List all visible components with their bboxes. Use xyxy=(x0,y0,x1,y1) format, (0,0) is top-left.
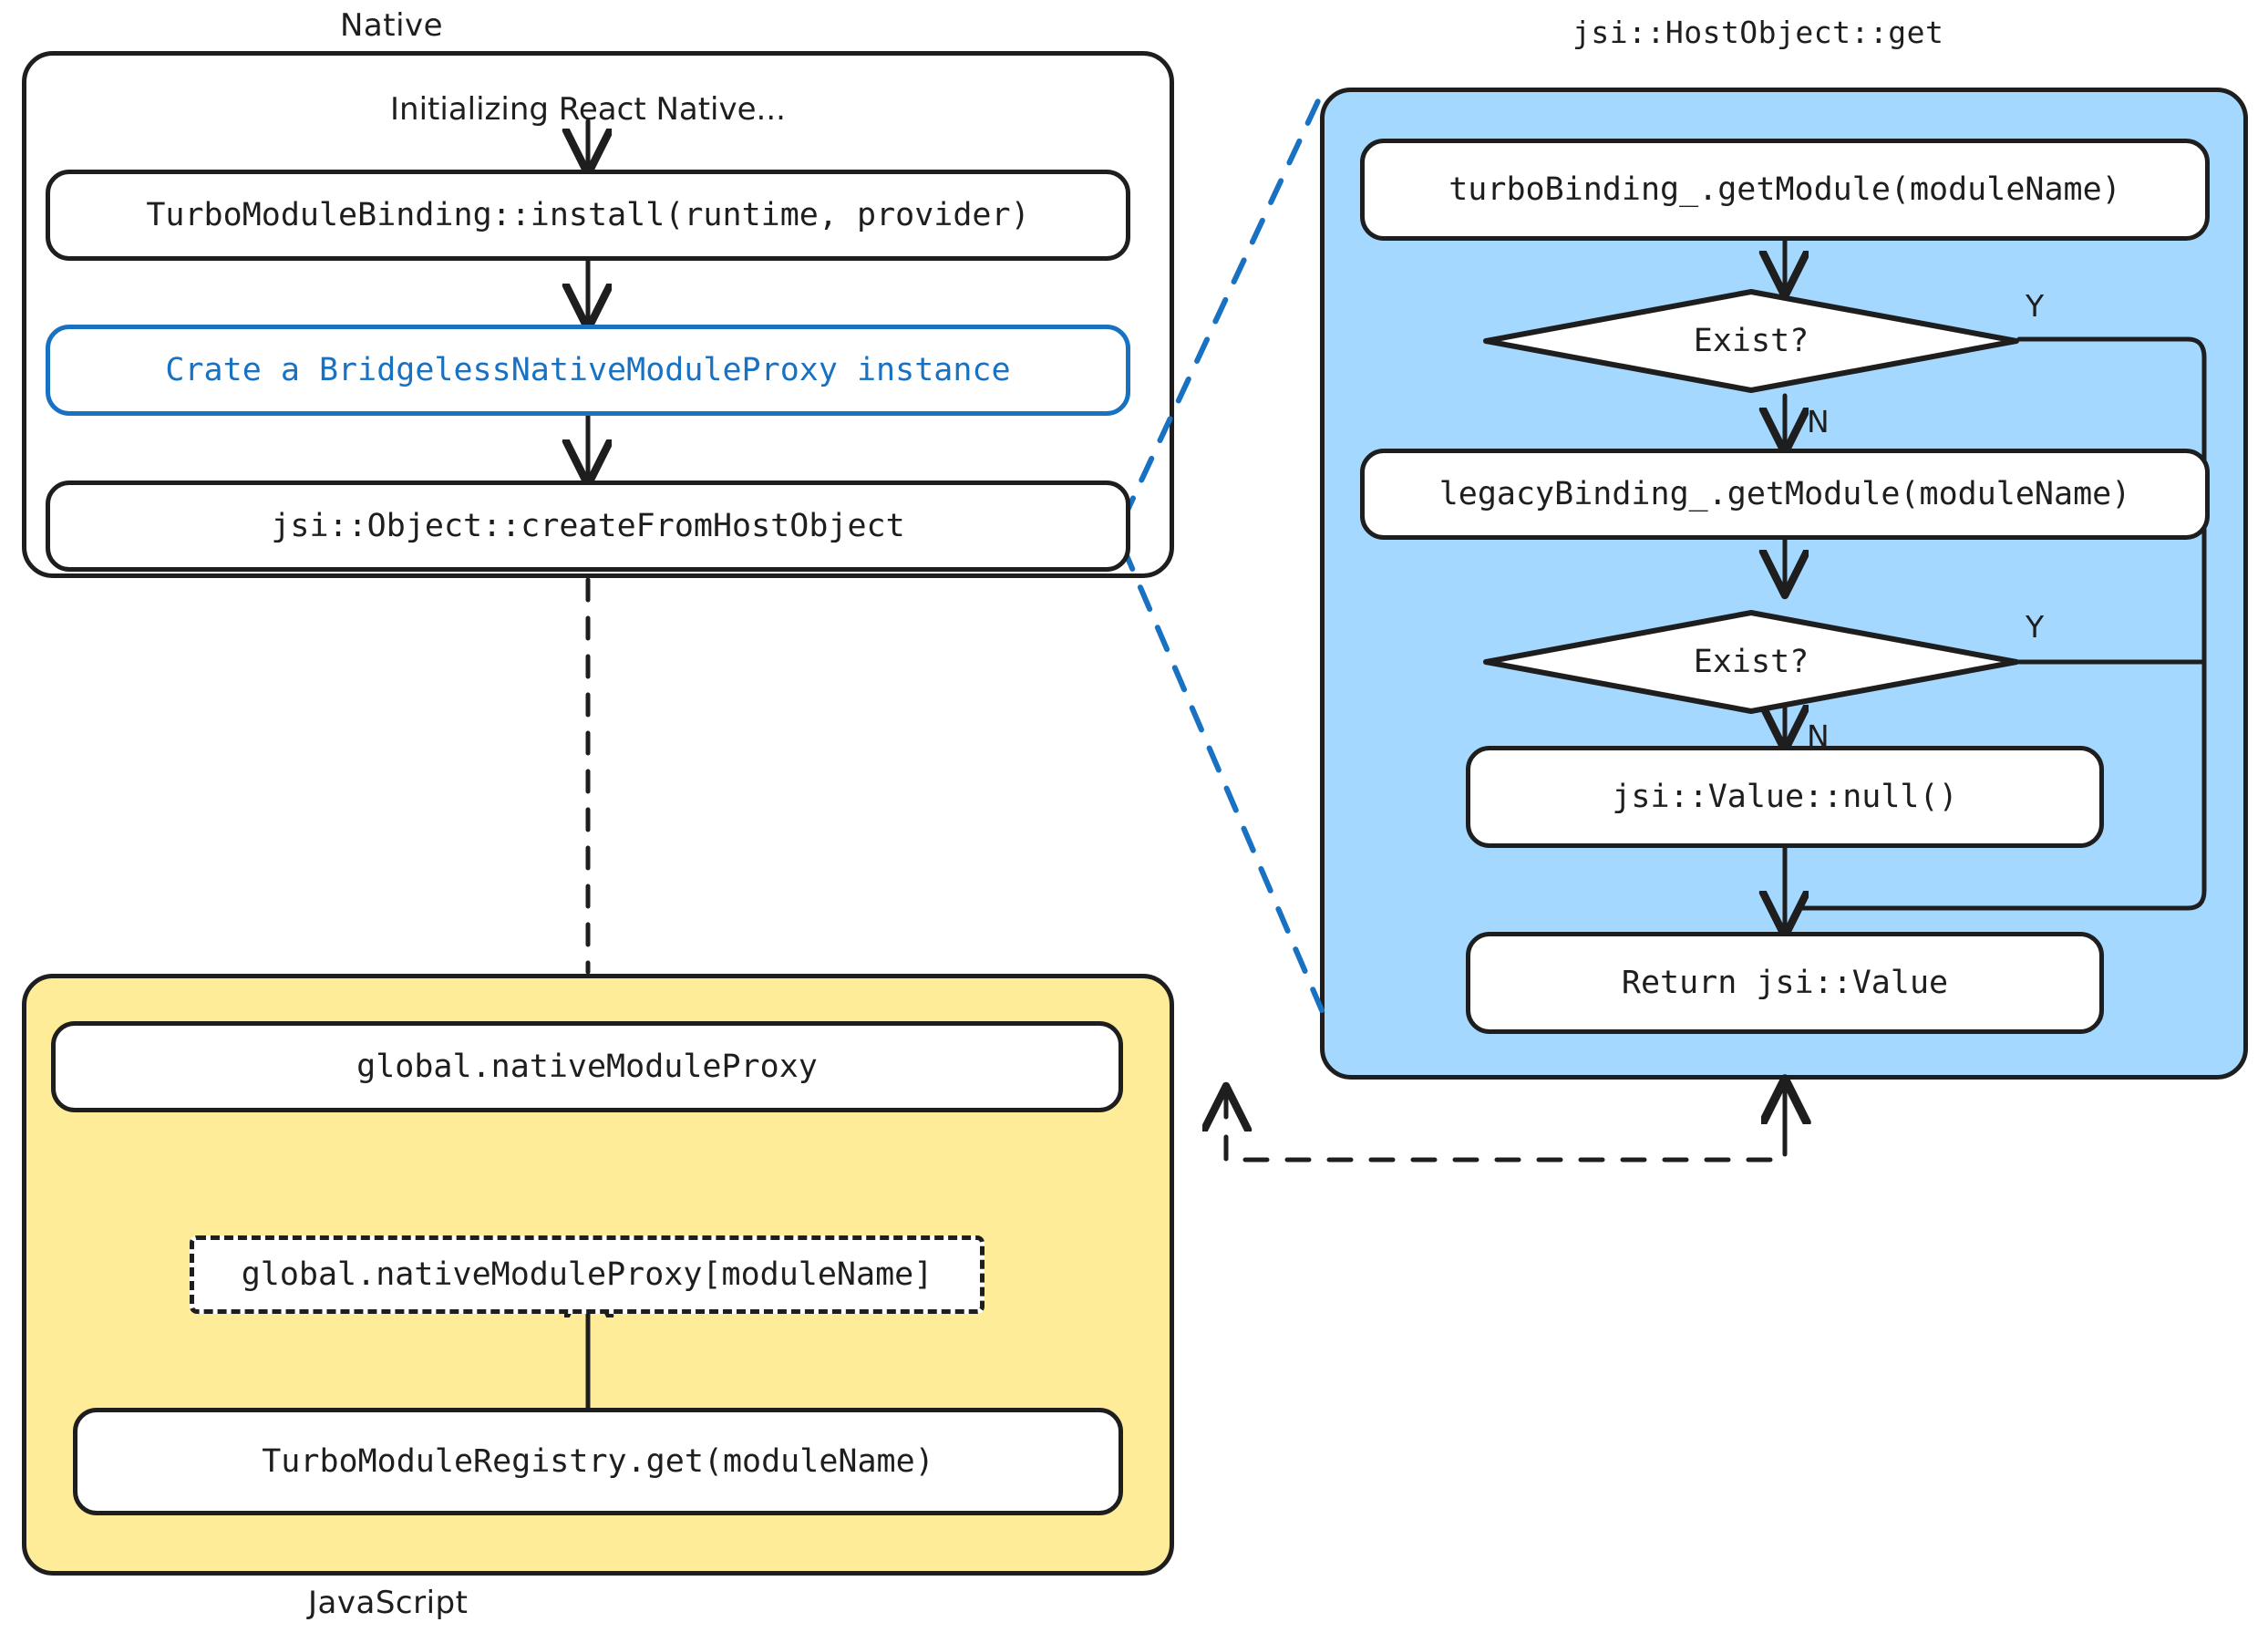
node-global-nativemoduleproxy[interactable]: global.nativeModuleProxy xyxy=(51,1021,1123,1112)
node-global-nativemoduleproxy-modulename[interactable]: global.nativeModuleProxy[moduleName] xyxy=(190,1235,985,1314)
node-jsi-value-null[interactable]: jsi::Value::null() xyxy=(1466,746,2104,848)
edge-label-exist1-yes: Y xyxy=(2026,288,2045,324)
native-section-title: Native xyxy=(340,7,444,44)
node-turbomodulebinding-install[interactable]: TurboModuleBinding::install(runtime, pro… xyxy=(46,170,1130,261)
node-turbomoduleregistry-get[interactable]: TurboModuleRegistry.get(moduleName) xyxy=(73,1408,1123,1515)
node-return-jsi-value[interactable]: Return jsi::Value xyxy=(1466,932,2104,1034)
node-turbobinding-getmodule[interactable]: turboBinding_.getModule(moduleName) xyxy=(1360,139,2210,241)
node-create-bridgeless-native-module-proxy[interactable]: Crate a BridgelessNativeModuleProxy inst… xyxy=(46,325,1130,416)
node-exist-decision-1[interactable]: Exist? xyxy=(1482,288,2020,394)
edge-label-exist2-no: N xyxy=(1807,718,1830,754)
hostobject-section-title: jsi::HostObject::get xyxy=(1572,15,1944,50)
exist-decision-1-label: Exist? xyxy=(1693,323,1809,359)
javascript-section-title: JavaScript xyxy=(308,1585,469,1621)
node-initializing-react-native[interactable]: Initializing React Native... xyxy=(390,91,786,128)
node-legacybinding-getmodule[interactable]: legacyBinding_.getModule(moduleName) xyxy=(1360,449,2210,540)
node-exist-decision-2[interactable]: Exist? xyxy=(1482,609,2020,715)
edge-label-exist1-no: N xyxy=(1807,404,1830,439)
edge-label-exist2-yes: Y xyxy=(2026,609,2045,645)
exist-decision-2-label: Exist? xyxy=(1693,644,1809,680)
node-jsi-object-createfromhostobject[interactable]: jsi::Object::createFromHostObject xyxy=(46,480,1130,572)
